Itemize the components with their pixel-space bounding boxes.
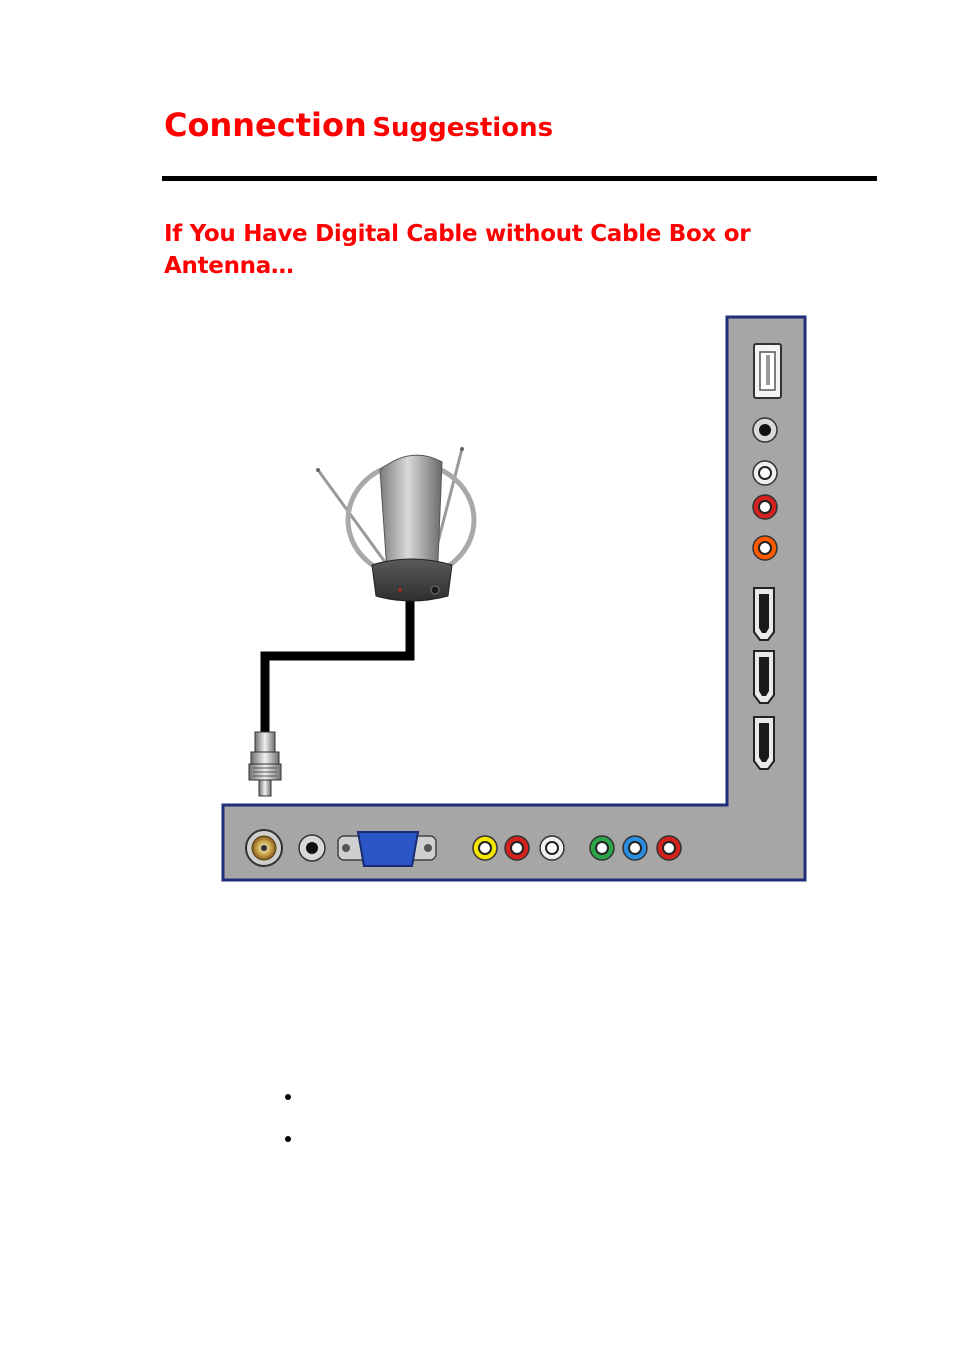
coax-connector-icon [245, 829, 283, 867]
bullet-dot [285, 1136, 291, 1142]
rca-jack-red-icon [656, 835, 682, 861]
title-divider [162, 176, 877, 181]
rca-jack-red-icon [504, 835, 530, 861]
pc-audio-jack-icon [298, 834, 326, 862]
rca-jack-green-icon [589, 835, 615, 861]
rca-jack-white-icon [752, 460, 778, 486]
vga-port-icon [337, 831, 437, 867]
tv-back-panel [221, 315, 807, 882]
title-main: Connection [164, 106, 367, 144]
rca-jack-red-icon [752, 494, 778, 520]
antenna-icon [316, 447, 477, 602]
rca-jack-white-icon [539, 835, 565, 861]
rca-jack-orange-icon [752, 535, 778, 561]
page-title: Connection Suggestions [164, 106, 553, 144]
usb-port-icon [753, 343, 782, 399]
coax-cable [260, 597, 415, 740]
audio-jack-icon [752, 417, 778, 443]
hdmi-port-icon [753, 650, 775, 704]
coax-plug-icon [248, 731, 282, 797]
title-sub: Suggestions [372, 113, 554, 143]
rca-jack-yellow-icon [472, 835, 498, 861]
section-subtitle: If You Have Digital Cable without Cable … [164, 221, 751, 279]
rca-jack-blue-icon [622, 835, 648, 861]
hdmi-port-icon [753, 587, 775, 641]
bullet-dot [285, 1094, 291, 1100]
hdmi-port-icon [753, 716, 775, 770]
